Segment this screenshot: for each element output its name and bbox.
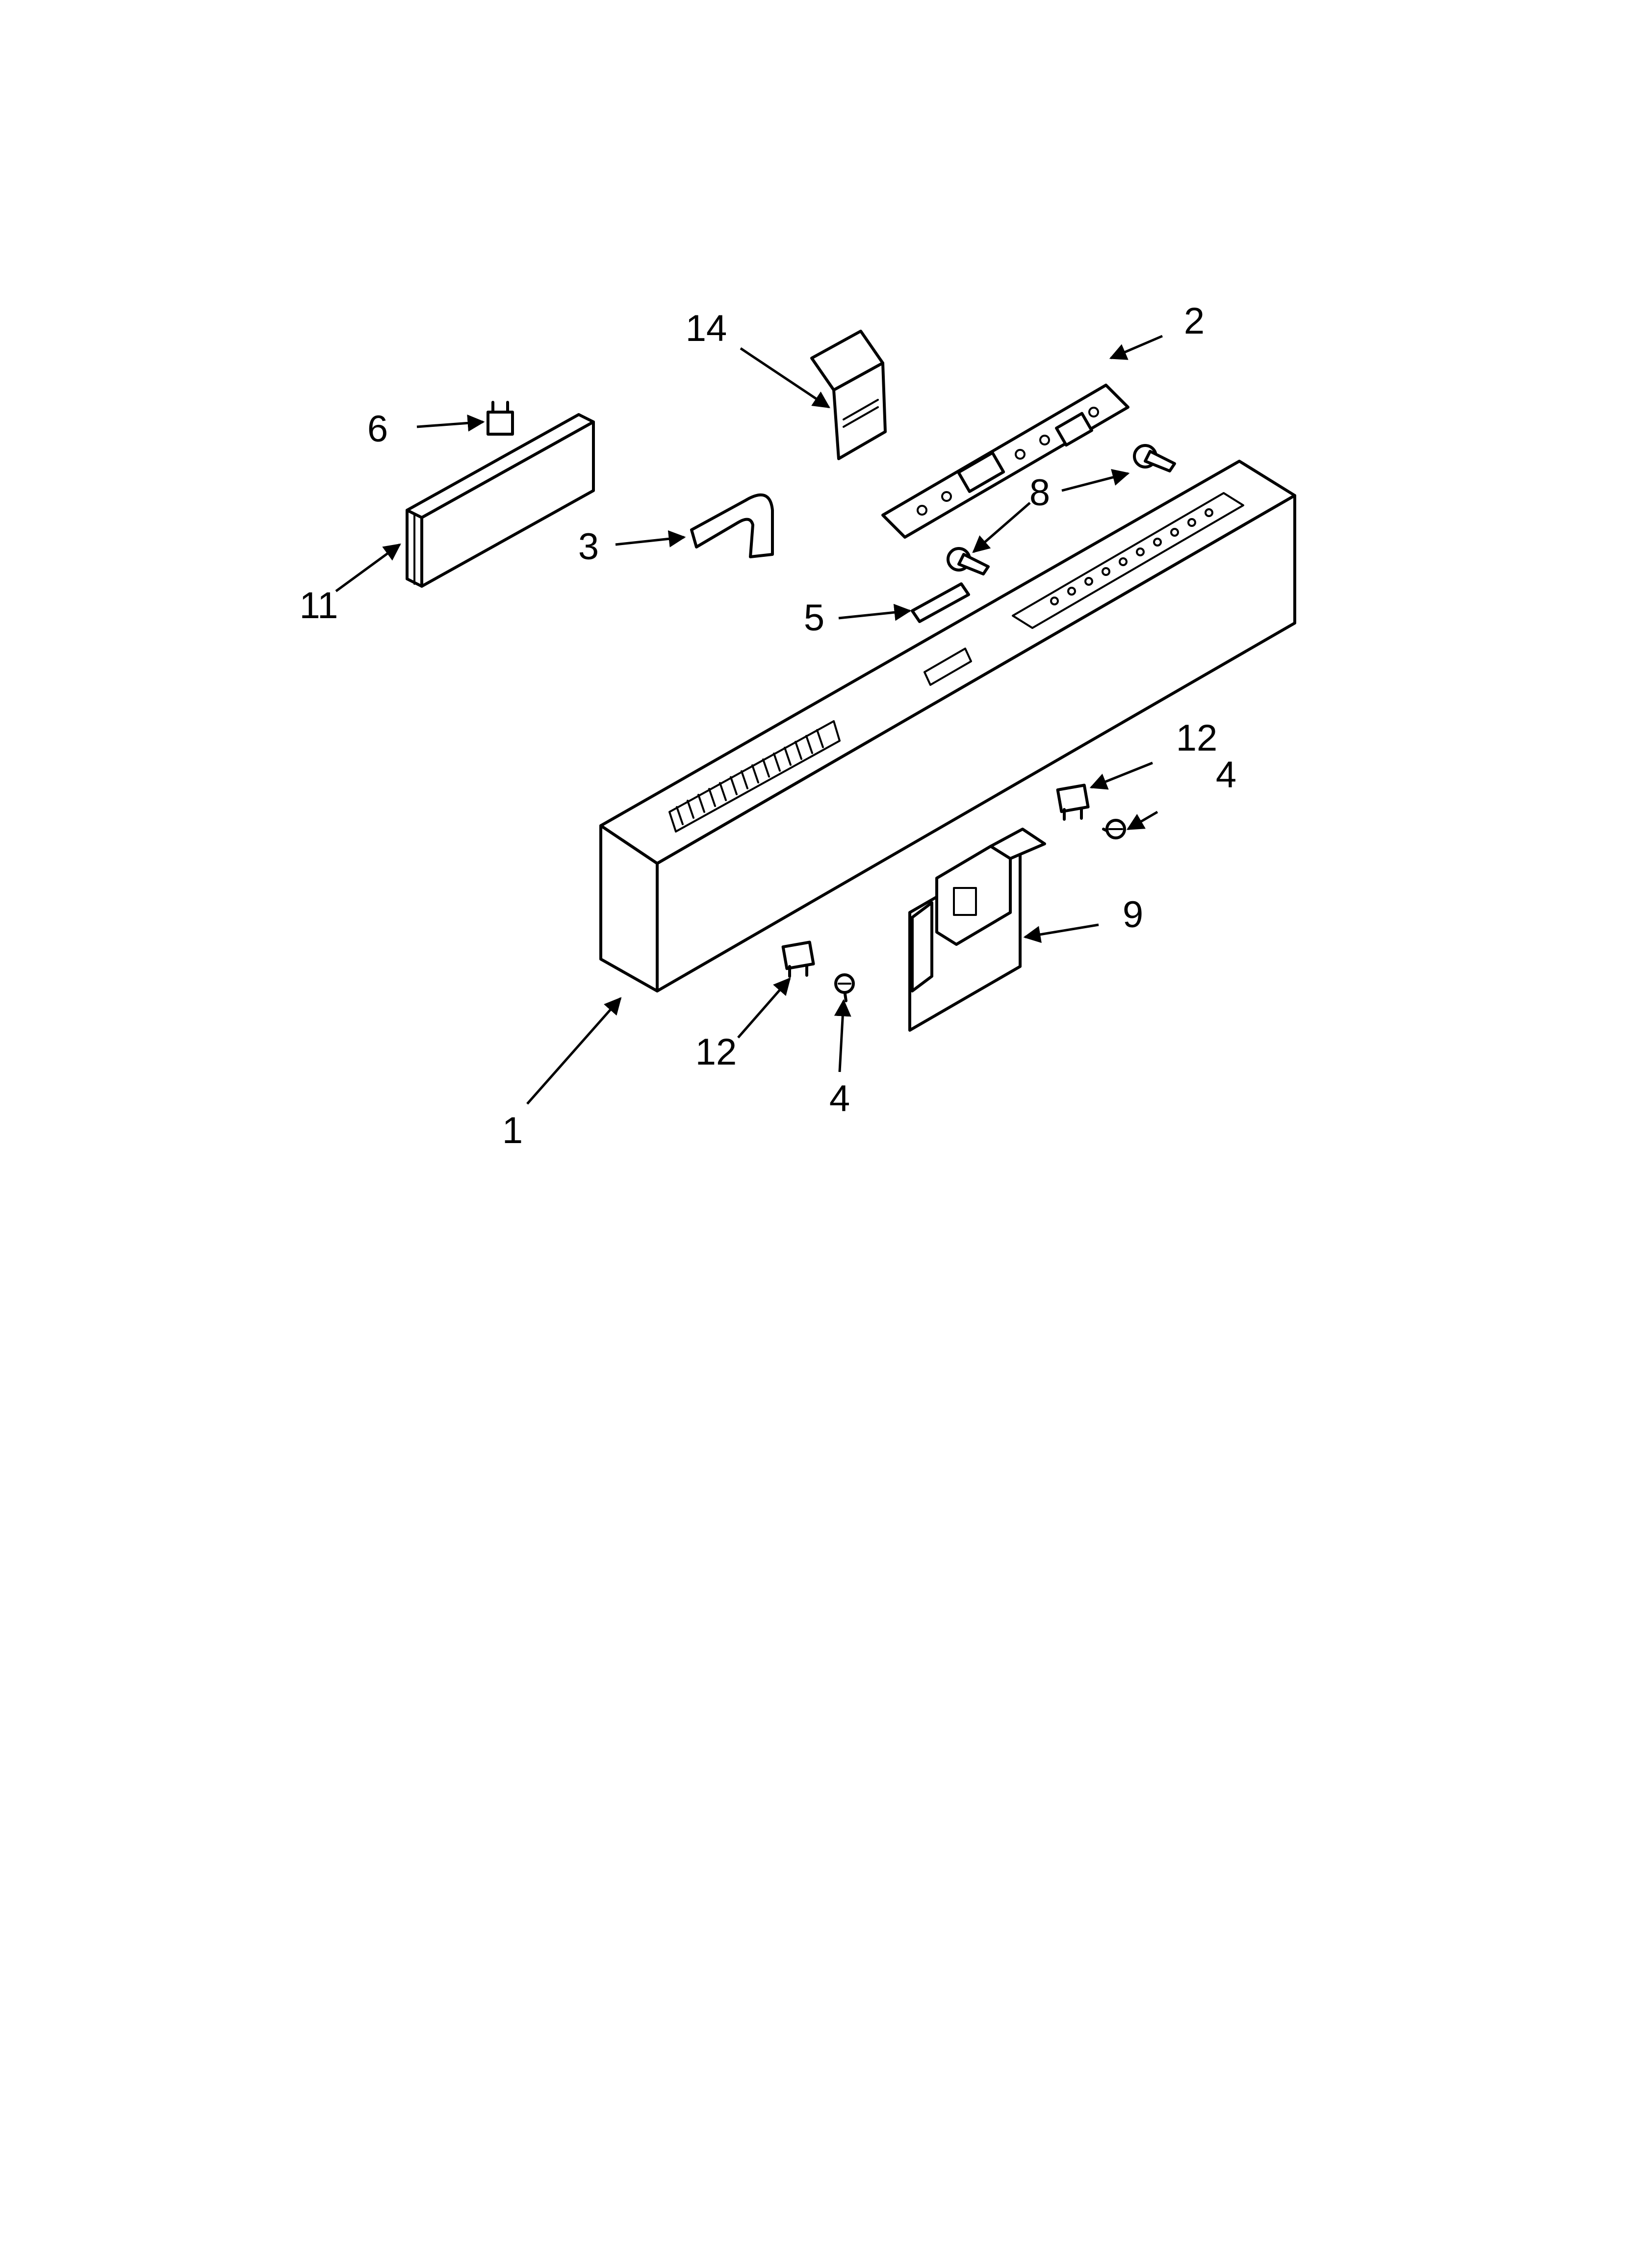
callout-6: 6 [367, 408, 388, 450]
callout-12-left: 12 [695, 1031, 737, 1073]
circuit-board-part-2 [881, 384, 1129, 539]
screw-part-4-left [834, 973, 855, 1002]
callout-4-right: 4 [1216, 754, 1236, 796]
cover-part-14 [810, 330, 887, 460]
callout-14: 14 [686, 308, 727, 349]
switch-part-12-left [781, 940, 815, 978]
callout-8: 8 [1029, 472, 1050, 514]
panel-handle-recess [924, 648, 972, 686]
ribbon-cable-part-3 [690, 493, 774, 558]
panel-vent-grille [668, 720, 841, 833]
housing-part-11 [406, 413, 595, 588]
callout-12-right: 12 [1176, 717, 1218, 759]
panel-keypad-strip [1012, 492, 1244, 629]
callout-11: 11 [300, 585, 338, 626]
callout-1: 1 [502, 1110, 523, 1151]
badge-part-5 [911, 582, 970, 623]
callout-5: 5 [804, 597, 824, 639]
control-panel-part-1 [599, 460, 1296, 992]
screw-part-8-right [1133, 444, 1176, 472]
callout-9: 9 [1123, 894, 1143, 936]
screw-part-4-right [1102, 819, 1126, 839]
clip-part-6 [487, 401, 514, 436]
callout-2: 2 [1184, 300, 1205, 342]
callout-4-left: 4 [829, 1078, 850, 1120]
panel-side-face [656, 494, 1296, 992]
screw-part-8-left [947, 547, 990, 575]
callout-3: 3 [578, 526, 599, 568]
latch-bracket-part-9 [908, 828, 1046, 1032]
switch-part-12-right [1056, 783, 1090, 821]
